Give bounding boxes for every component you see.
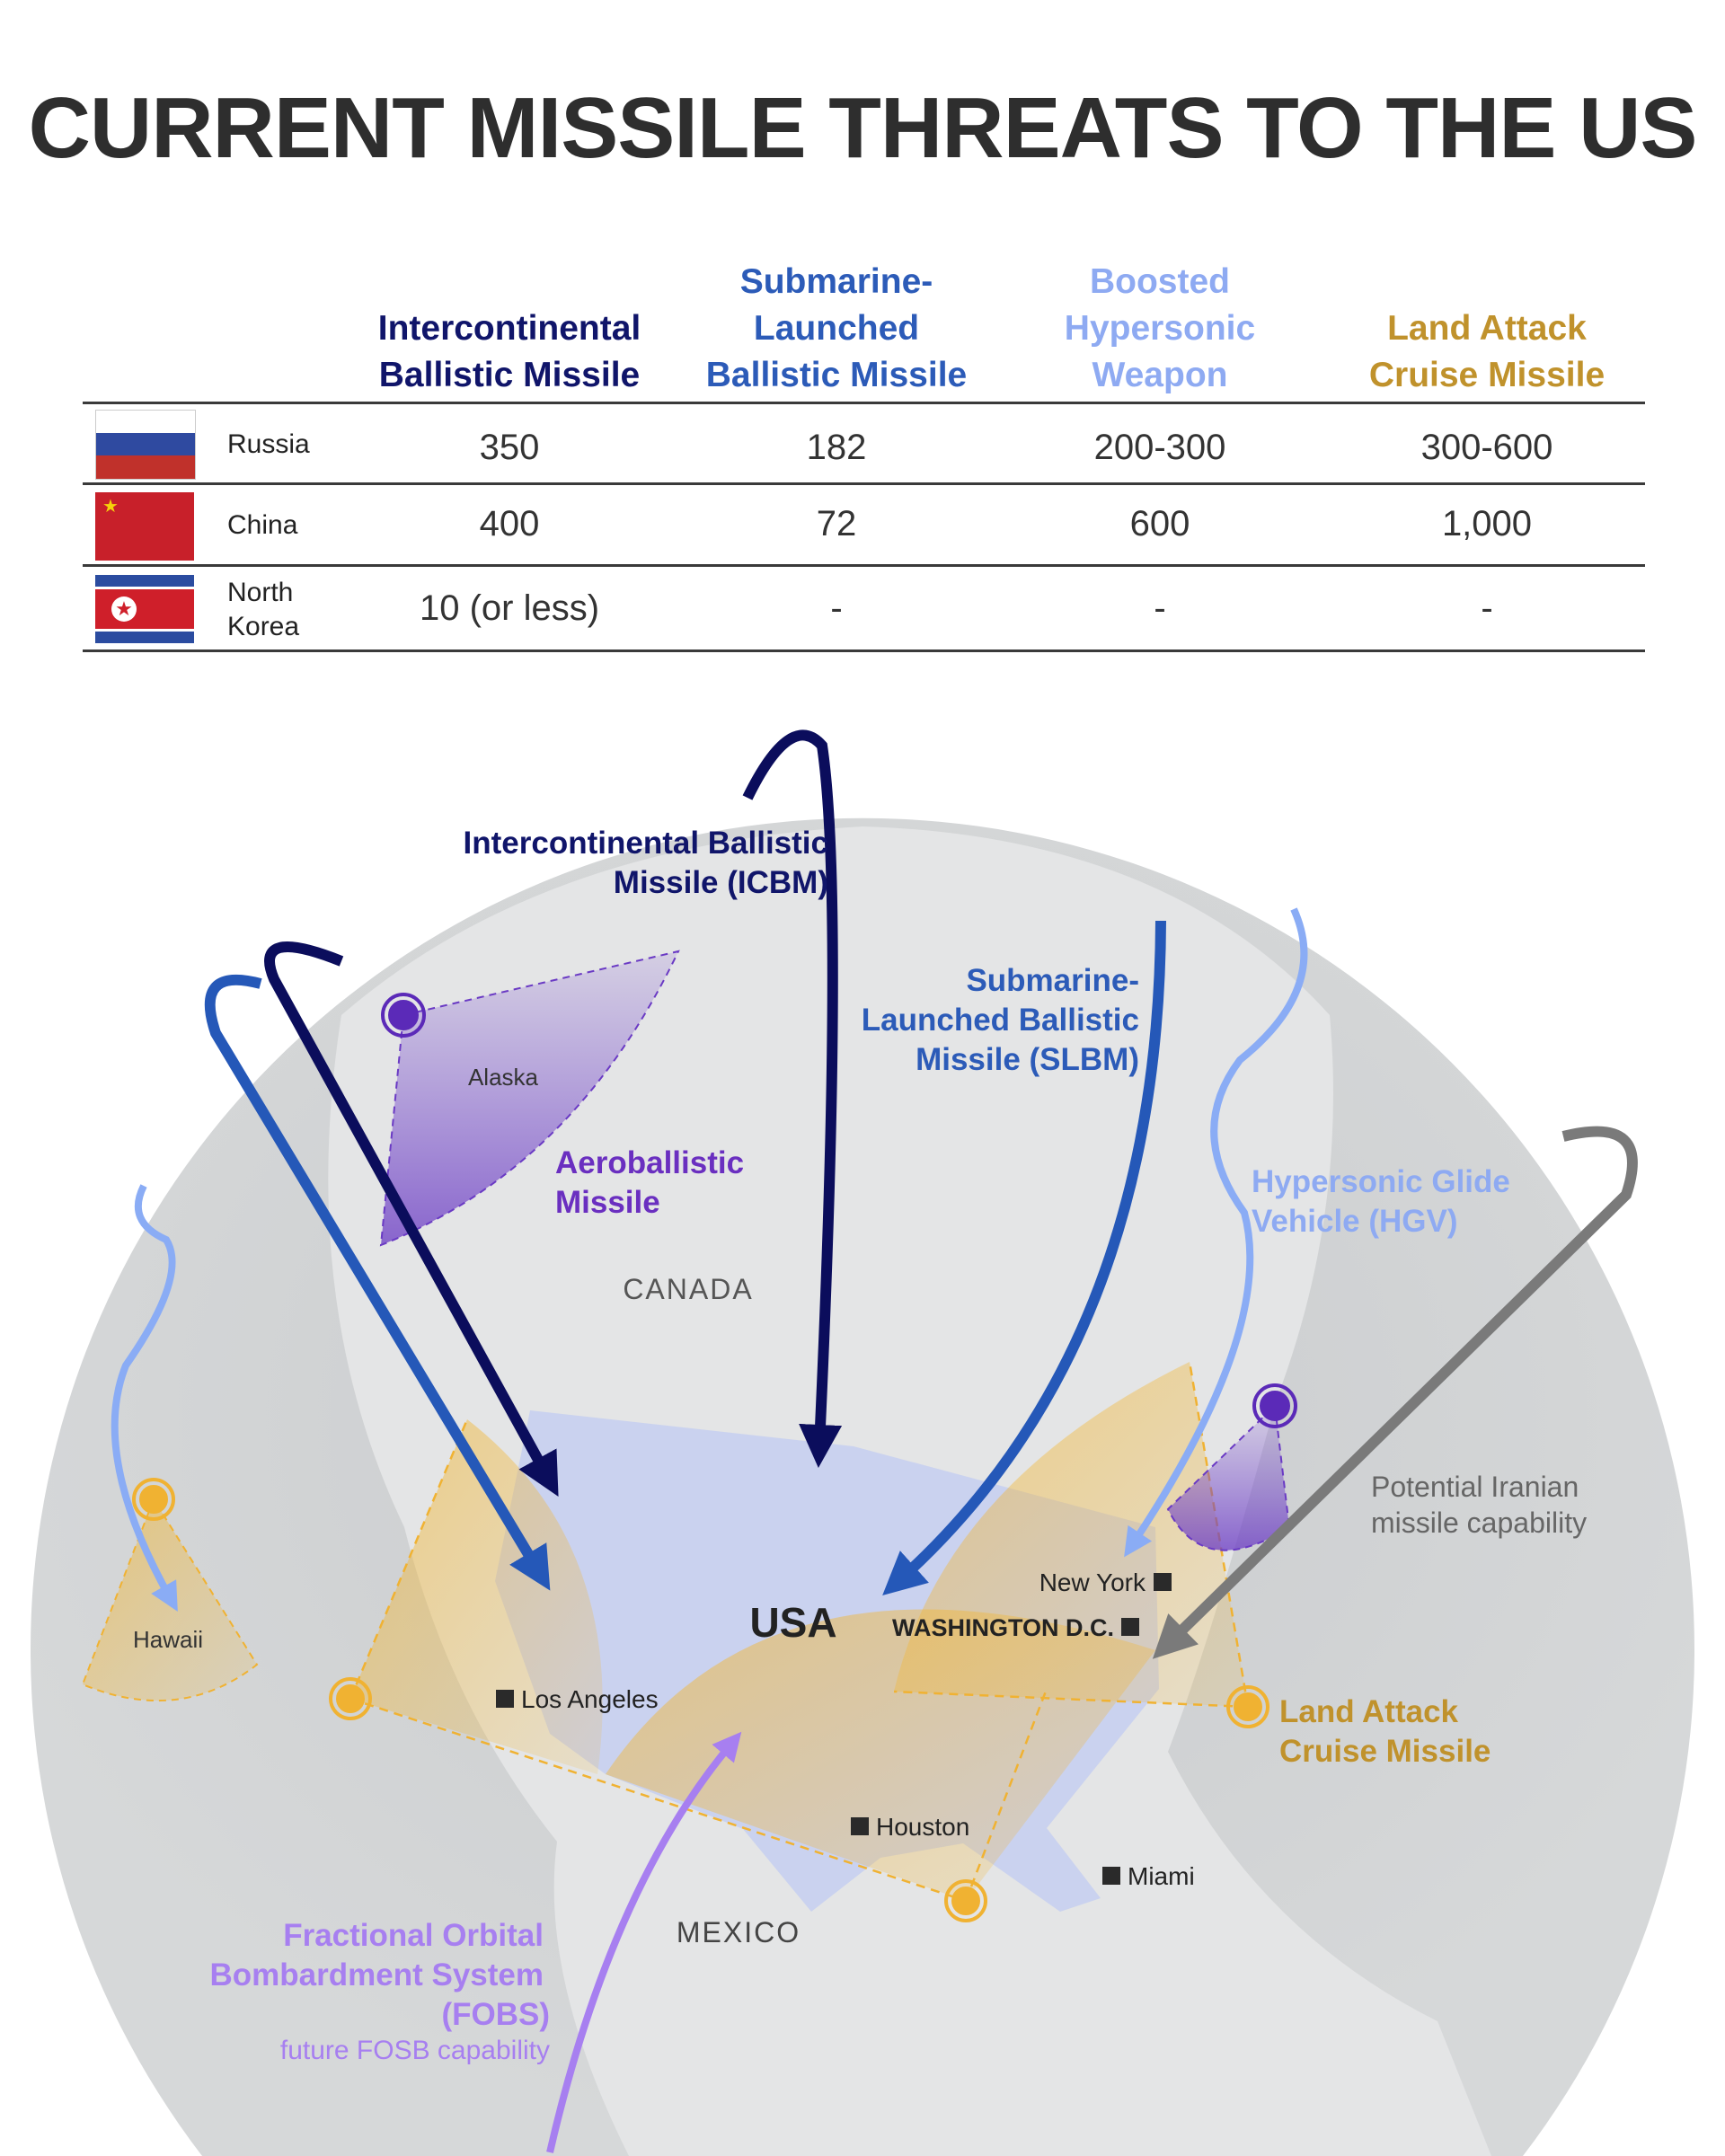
table-cell: - [1481, 588, 1493, 628]
place-usa: USA [749, 1599, 836, 1646]
city-markers [496, 1573, 1172, 1885]
aeroballistic-range-east [1166, 1403, 1291, 1551]
slbm-label: Launched Ballistic [862, 1003, 1139, 1038]
china-flag-icon: ★ [95, 492, 194, 561]
hgv-arrow-hawaii [111, 1184, 178, 1612]
iranian-missile-arrow [1152, 1126, 1638, 1659]
table-cell: 182 [806, 428, 867, 467]
table-cell: 1,000 [1441, 504, 1533, 543]
table-cell: - [1154, 588, 1166, 628]
cruise-range-lines [349, 1361, 1250, 1903]
aeroballistic-launch-points [381, 993, 1297, 1428]
lacm-label: Land Attack [1279, 1694, 1459, 1729]
country-name: China [227, 510, 298, 540]
table-divider [83, 402, 1645, 404]
icbm-label: Missile (ICBM) [614, 865, 828, 900]
icbm-arrow-north [742, 729, 843, 1468]
slbm-label: Missile (SLBM) [916, 1042, 1139, 1077]
city-washington-dc: WASHINGTON D.C. [892, 1614, 1114, 1641]
aeroballistic-range-alaska [379, 950, 680, 1247]
cruise-range-west [350, 1419, 603, 1774]
fobs-label: Bombardment System [210, 1957, 544, 1993]
fobs-label: Fractional Orbital [283, 1918, 544, 1953]
place-canada: CANADA [623, 1273, 753, 1305]
lacm-label: Cruise Missile [1279, 1734, 1491, 1769]
place-mexico: MEXICO [677, 1916, 801, 1948]
table-cell: 200-300 [1093, 428, 1226, 467]
north-korea-flag-icon: ★ [95, 575, 194, 643]
city-new-york: New York [1039, 1568, 1146, 1596]
russia-flag-icon [95, 410, 196, 480]
cruise-launch-points [132, 1478, 1269, 1922]
table-cell: 350 [479, 428, 540, 467]
hgv-label: Hypersonic Glide [1252, 1164, 1510, 1199]
hgv-label: Vehicle (HGV) [1252, 1204, 1458, 1239]
slbm-arrow-east [882, 920, 1166, 1596]
icbm-arrow-west [264, 941, 559, 1498]
table-divider [83, 649, 1645, 652]
page-title: CURRENT MISSILE THREATS TO THE US [28, 80, 1698, 176]
table-cell: 300-600 [1420, 428, 1553, 467]
slbm-label: Submarine- [966, 963, 1139, 998]
table-cell: 72 [816, 504, 857, 543]
fobs-note: future FOSB capability [280, 2036, 550, 2065]
aeroballistic-label: Missile [555, 1185, 660, 1220]
table-cell: - [830, 588, 843, 628]
iran-label: Potential Iranian [1371, 1471, 1579, 1503]
place-hawaii: Hawaii [133, 1626, 203, 1653]
table-divider [83, 564, 1645, 567]
table-cell: 600 [1129, 504, 1190, 543]
place-alaska: Alaska [468, 1064, 539, 1091]
iran-label: missile capability [1371, 1507, 1587, 1539]
table-cell: 10 (or less) [419, 588, 600, 628]
city-houston: Houston [876, 1813, 969, 1841]
fobs-label: (FOBS) [441, 1997, 550, 2032]
country-name: Russia [227, 429, 310, 459]
table-cell: 400 [479, 504, 540, 543]
aeroballistic-label: Aeroballistic [555, 1145, 744, 1180]
hgv-arrow-east [1124, 907, 1308, 1558]
table-divider [83, 482, 1645, 485]
slbm-arrow-west [204, 974, 551, 1591]
icbm-label: Intercontinental Ballistic [464, 826, 828, 861]
city-miami: Miami [1128, 1862, 1195, 1890]
fobs-arrow [546, 1731, 742, 2153]
city-los-angeles: Los Angeles [521, 1685, 659, 1713]
